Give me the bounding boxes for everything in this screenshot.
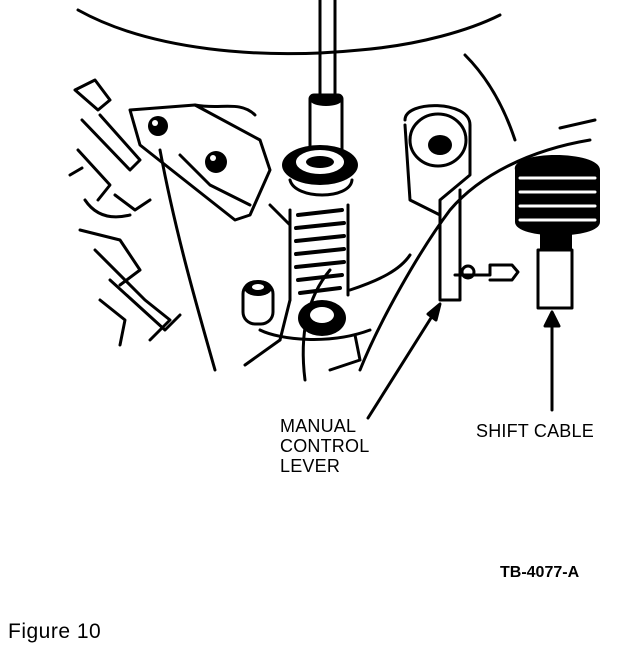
leader-lines: [366, 302, 561, 420]
manual-control-lever-line-1: MANUAL: [280, 416, 357, 436]
coil-spring: [294, 208, 346, 295]
cable-spring-assembly: [243, 0, 412, 372]
shift-cable-boot: [514, 155, 600, 310]
stud: [241, 280, 275, 326]
shift-cable-label: SHIFT CABLE: [476, 421, 594, 441]
shift-cable-end: [536, 248, 574, 310]
manual-control-lever-line-2: CONTROL: [280, 436, 370, 456]
manual-control-lever-label: MANUAL CONTROL LEVER: [280, 416, 369, 476]
mounting-bracket: [128, 103, 272, 222]
left-mechanism: [68, 78, 182, 347]
manual-control-lever-line-3: LEVER: [280, 456, 341, 476]
manual-lever-leader: [366, 308, 438, 420]
manual-control-lever-part: [403, 104, 520, 302]
bolt-middle: [205, 151, 227, 173]
bolt-upper: [148, 116, 168, 136]
figure-caption: Figure 10: [8, 620, 102, 643]
drawing-number: TB-4077-A: [500, 564, 580, 581]
